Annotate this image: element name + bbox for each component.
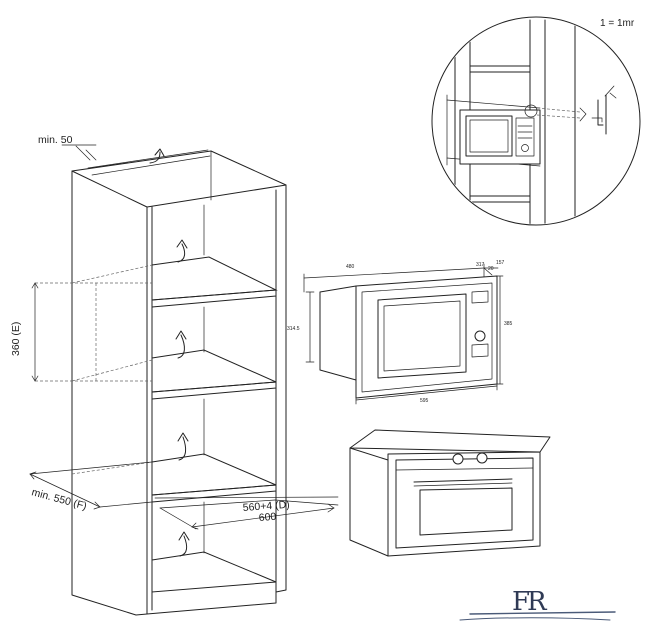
dim-d1: 317 [476,262,485,268]
min-top-label: min. 50 [38,134,73,146]
dim-d2: 20 [488,266,494,272]
detail-circle [431,16,641,226]
microwave-frame-drawing: 480 317 20 157 314.5 385 595 [287,260,513,405]
arrow-icon [149,148,165,164]
brand-logo: FR [459,587,616,621]
dim-right-height: 385 [504,321,513,327]
width-inner-label: 560+4 (D) [242,499,290,514]
depth-label: min. 550 (F) [30,486,88,512]
dim-width: 480 [346,264,355,270]
dim-bottom-width: 595 [420,398,429,404]
arrow-icon [178,531,190,557]
width-outer-label: 600 [258,511,276,524]
knob-right-icon [476,452,488,464]
dimension-depth: min. 550 (F) [29,461,153,513]
cabinet-drawing [35,148,287,616]
arrow-icon [176,239,188,263]
knob-left-icon [452,453,464,465]
arrow-icon [175,330,187,359]
dimension-height: 360 (E) [10,282,39,382]
dim-left-height: 314.5 [287,326,300,332]
scale-note: 1 = 1mr [600,18,635,29]
dimension-width: 560+4 (D) 600 [154,496,339,530]
microwave-appliance [349,429,551,557]
logo-text: FR [512,587,548,617]
arrow-icon [177,432,189,461]
dimension-min-top: min. 50 [38,134,97,161]
height-label: 360 (E) [10,322,22,356]
dim-d3: 157 [496,260,505,266]
